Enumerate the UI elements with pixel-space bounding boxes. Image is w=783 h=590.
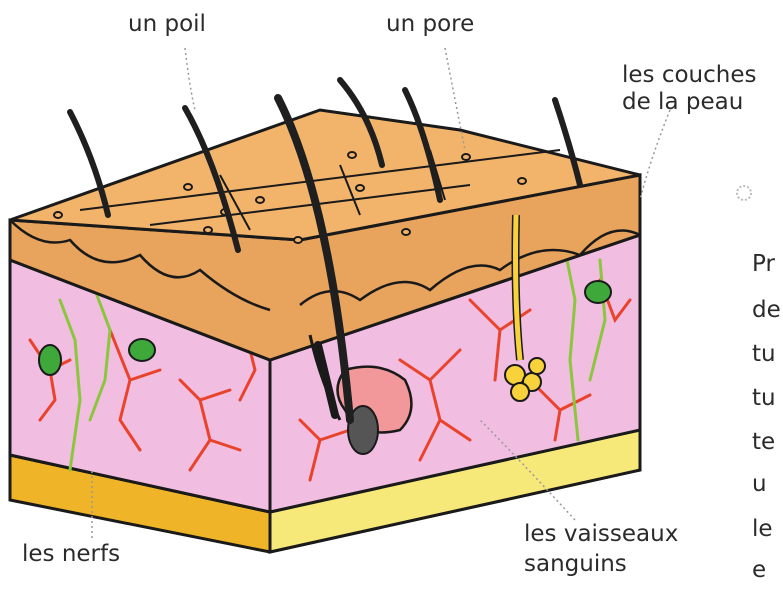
cut-text-7: le: [752, 515, 773, 543]
cut-text-1: Pr: [752, 250, 775, 278]
ring-icon: [737, 186, 751, 200]
cut-text-2: de: [752, 296, 781, 324]
cut-text-4: tu: [752, 384, 776, 412]
label-nerves: les nerfs: [22, 540, 120, 568]
cut-text-8: e: [752, 556, 766, 584]
label-vessels-1: les vaisseaux: [524, 520, 678, 548]
cut-text-6: u: [752, 470, 767, 498]
label-layers-2: de la peau: [622, 88, 743, 116]
cut-text-3: tu: [752, 340, 776, 368]
label-layers-1: les couches: [622, 61, 757, 89]
label-vessels-2: sanguins: [524, 550, 627, 578]
label-pore: un pore: [386, 10, 474, 38]
label-hair: un poil: [128, 10, 206, 38]
cut-text-5: te: [752, 428, 775, 456]
